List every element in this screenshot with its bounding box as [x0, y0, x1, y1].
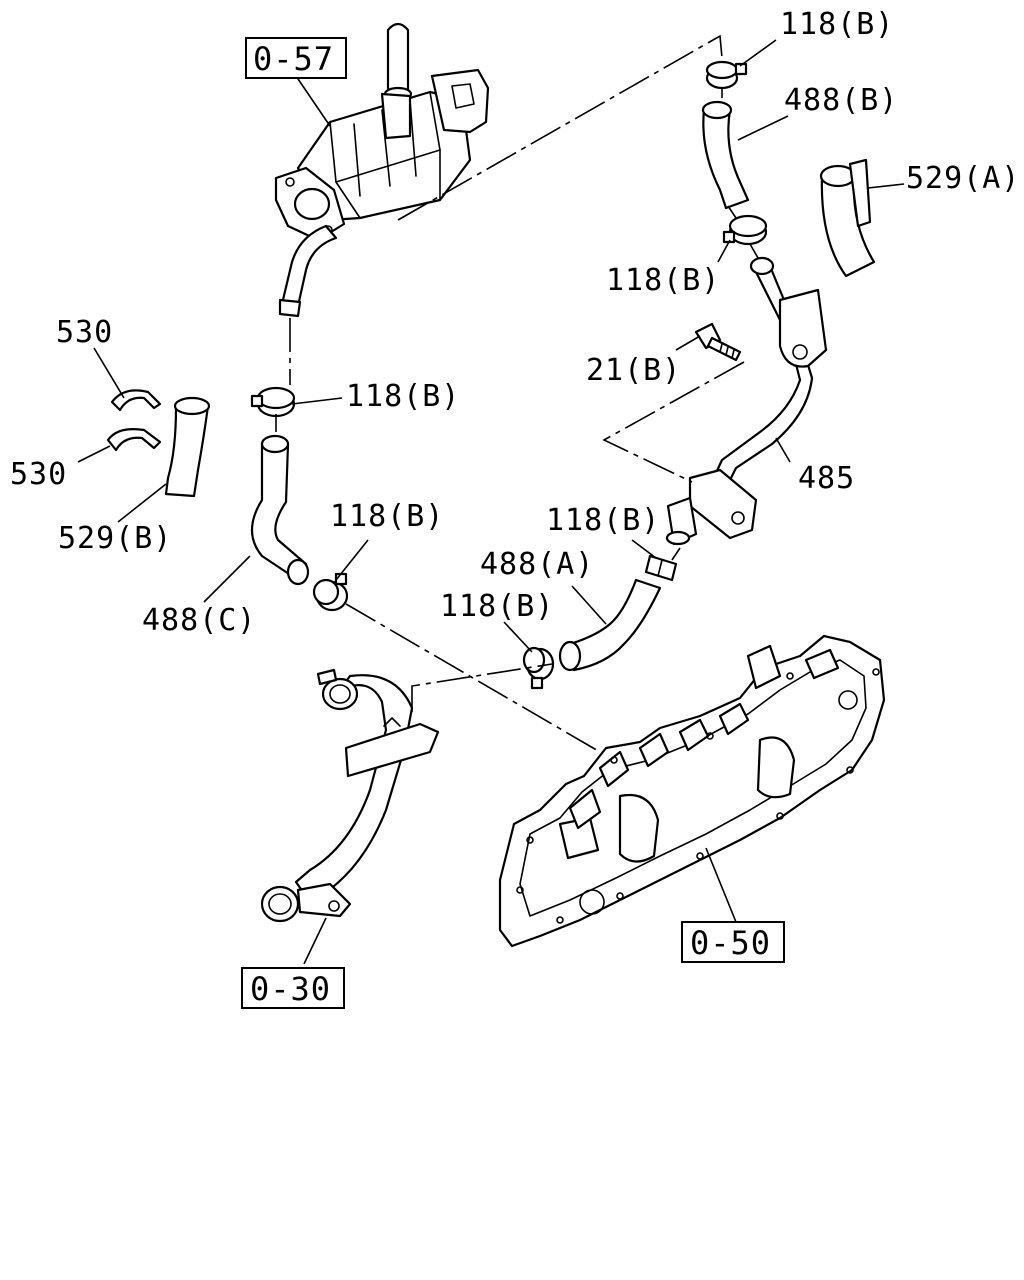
ref-label-egr-cooler: 0-57	[253, 40, 334, 78]
callout-clamp-mid-right: 118(B)	[606, 263, 720, 298]
callout-clip-530-lower: 530	[10, 457, 67, 492]
ref-label-water-pipe: 0-30	[250, 970, 331, 1008]
hose-clamp-left	[250, 386, 296, 418]
callout-hose-529a: 529(A)	[906, 161, 1020, 196]
oil-cooler-0-50	[498, 634, 886, 948]
callout-hose-529b: 529(B)	[58, 521, 172, 556]
leader-lines	[77, 39, 905, 965]
hose-clamp-center	[312, 572, 349, 612]
assembly-lines	[275, 34, 759, 753]
hose-488b	[701, 100, 750, 210]
callout-clamp-center: 118(B)	[330, 499, 444, 534]
egr-cooler	[274, 22, 490, 318]
callout-clamp-top: 118(B)	[780, 7, 894, 42]
hose-clamp-top	[705, 60, 748, 90]
hose-clamp-lower-right	[644, 554, 678, 582]
hose-529b	[164, 396, 211, 498]
ref-label-oil-cooler: 0-50	[690, 924, 771, 962]
hose-488a	[558, 578, 662, 672]
callout-clip-530-upper: 530	[56, 315, 113, 350]
water-pipe-0-30	[260, 668, 440, 923]
callout-hose-488c: 488(C)	[142, 603, 256, 638]
callout-pipe-485: 485	[798, 461, 855, 496]
callout-clamp-left: 118(B)	[346, 379, 460, 414]
callout-hose-488b: 488(B)	[784, 83, 898, 118]
ref-box-egr-cooler[interactable]: 0-57	[245, 37, 347, 79]
clip-530-lower	[106, 428, 162, 452]
hose-488c	[251, 434, 310, 586]
callout-bolt-21b: 21(B)	[586, 353, 681, 388]
ref-box-water-pipe[interactable]: 0-30	[241, 967, 345, 1009]
callouts: 118(B) 488(B) 529(A) 118(B) 21(B) 485 53…	[10, 7, 1020, 638]
clip-530-upper	[110, 389, 162, 412]
bolt-21b	[694, 322, 742, 362]
callout-clamp-lower-center: 118(B)	[440, 589, 554, 624]
callout-clamp-lower-right: 118(B)	[546, 503, 660, 538]
hose-clamp-mid-right	[722, 214, 768, 246]
ref-box-oil-cooler[interactable]: 0-50	[681, 921, 785, 963]
hose-529a	[819, 158, 876, 278]
water-pipe-485	[665, 256, 828, 546]
callout-hose-488a: 488(A)	[480, 547, 594, 582]
